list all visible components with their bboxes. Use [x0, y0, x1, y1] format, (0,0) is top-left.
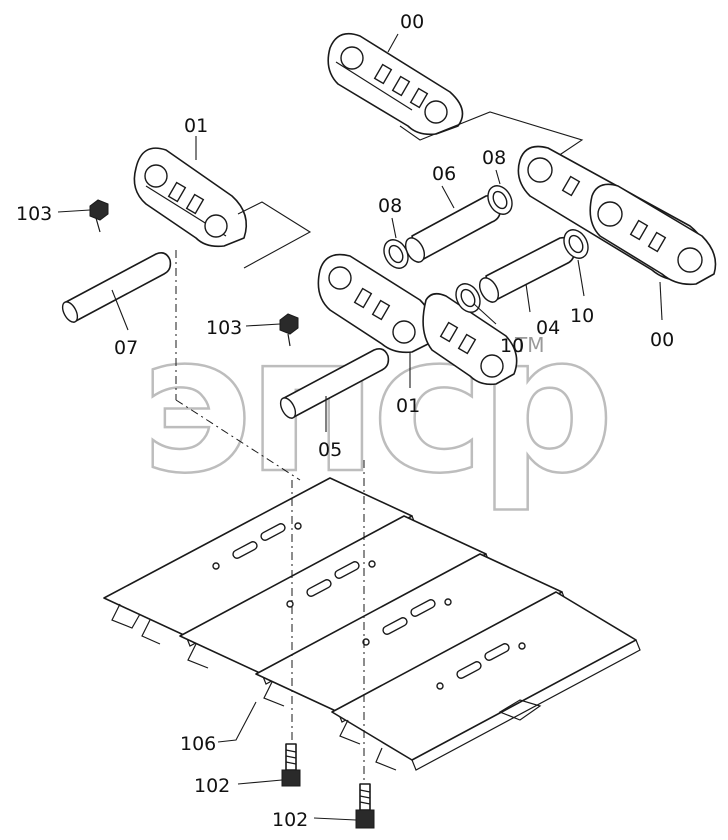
callout-link-assembly-right: 00 — [650, 329, 674, 351]
bolt-left — [281, 743, 301, 787]
callout-pin-center: 05 — [318, 439, 342, 461]
link-center-rear — [422, 292, 518, 386]
spacer-center — [455, 283, 481, 313]
leader-lines — [57, 33, 663, 821]
seal-upper-left — [383, 239, 409, 269]
callout-link-center: 01 — [396, 395, 420, 417]
center-lines — [175, 250, 365, 790]
callout-nut-left: 103 — [16, 203, 52, 225]
callout-bushing-lower: 04 — [536, 317, 560, 339]
callout-seal-upper-left: 08 — [378, 195, 402, 217]
pin-center — [279, 348, 390, 419]
left-link-bracket-line — [237, 201, 312, 269]
assembly-bracket-line — [399, 111, 584, 157]
callout-link-assembly-top: 00 — [400, 11, 424, 33]
link-left — [133, 147, 248, 248]
callout-link-left: 01 — [184, 115, 208, 137]
callout-pin-left: 07 — [114, 337, 138, 359]
spacer-right — [563, 229, 589, 259]
bushing-upper — [404, 194, 502, 263]
shoe-plate-4 — [331, 591, 641, 771]
pin-left — [61, 252, 172, 323]
callout-bolt-bottom: 102 — [272, 809, 308, 831]
seal-upper-right — [487, 185, 513, 215]
link-assembly-right — [517, 145, 717, 286]
bolt-bottom — [355, 783, 375, 829]
callout-spacer-right: 10 — [570, 305, 594, 327]
callout-spacer-center: 10 — [500, 335, 524, 357]
link-assembly-top — [327, 32, 464, 136]
callout-nut-center: 103 — [206, 317, 242, 339]
track-shoe-plates — [103, 477, 641, 771]
nut-left — [89, 199, 109, 233]
callout-labels: 00 00 01 01 06 04 07 05 08 08 10 10 103 … — [16, 11, 674, 831]
callout-shoe: 106 — [180, 733, 216, 755]
callout-seal-upper-right: 08 — [482, 147, 506, 169]
callout-bushing-upper: 06 — [432, 163, 456, 185]
link-center — [317, 253, 435, 354]
callout-bolt-left: 102 — [194, 775, 230, 797]
nut-center — [279, 313, 299, 347]
watermark-tm: TM — [514, 333, 544, 357]
